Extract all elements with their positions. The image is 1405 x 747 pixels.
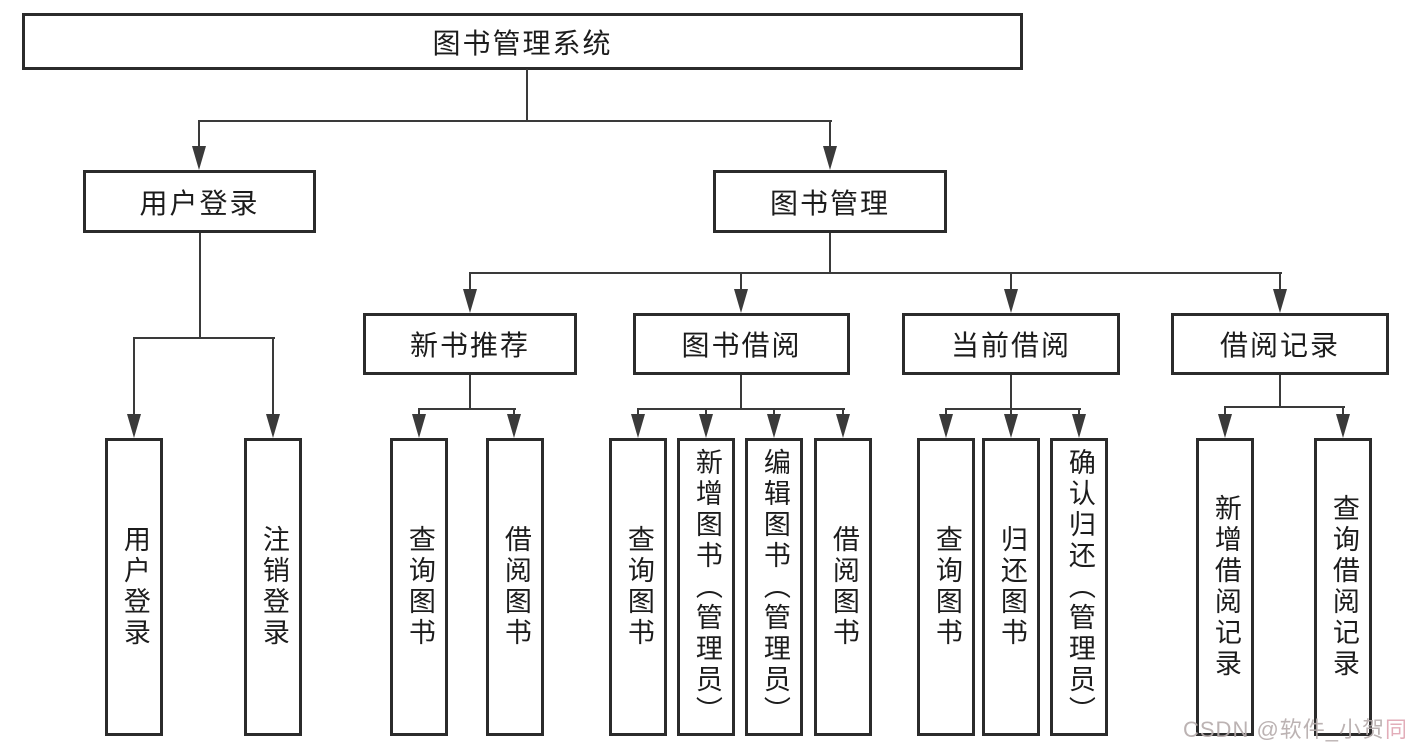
leaf-user-login: 用户登录	[105, 438, 163, 736]
connector-line	[526, 69, 528, 122]
arrowhead	[127, 414, 141, 438]
connector-line	[740, 272, 742, 291]
arrowhead	[631, 414, 645, 438]
connector-line	[418, 408, 420, 417]
connector-line	[1010, 272, 1012, 291]
leaf-cb-confirm-return-admin-label: 确认归还（管理员）	[1064, 447, 1095, 727]
node-book-borrow: 图书借阅	[633, 313, 850, 375]
node-root: 图书管理系统	[22, 13, 1023, 70]
connector-line	[1224, 406, 1345, 408]
node-user-login-label: 用户登录	[139, 187, 260, 219]
node-current-borrow: 当前借阅	[902, 313, 1120, 375]
arrowhead	[734, 289, 748, 313]
leaf-logout: 注销登录	[244, 438, 302, 736]
connector-line	[1224, 406, 1226, 417]
leaf-br-add-record-label: 新增借阅记录	[1210, 494, 1241, 680]
connector-line	[637, 408, 639, 417]
leaf-bb-query-books-label: 查询图书	[623, 525, 654, 649]
leaf-bb-edit-books-admin-label: 编辑图书（管理员）	[759, 447, 790, 727]
arrowhead	[463, 289, 477, 313]
leaf-br-query-record-label: 查询借阅记录	[1328, 494, 1359, 680]
connector-line	[829, 233, 831, 274]
leaf-cb-return-books: 归还图书	[982, 438, 1040, 736]
arrowhead	[412, 414, 426, 438]
node-borrow-records-label: 借阅记录	[1219, 330, 1340, 361]
leaf-cb-query-books-label: 查询图书	[931, 525, 962, 649]
connector-line	[637, 408, 845, 410]
arrowhead	[1004, 414, 1018, 438]
arrowhead	[939, 414, 953, 438]
arrowhead	[1072, 414, 1086, 438]
arrowhead	[1218, 414, 1232, 438]
leaf-br-add-record: 新增借阅记录	[1196, 438, 1254, 736]
connector-line	[842, 408, 844, 417]
connector-line	[199, 233, 201, 339]
node-book-borrow-label: 图书借阅	[681, 330, 802, 361]
connector-line	[418, 408, 516, 410]
connector-line	[469, 375, 471, 410]
arrowhead	[767, 414, 781, 438]
leaf-cb-return-books-label: 归还图书	[996, 525, 1027, 649]
leaf-nb-borrow-books-label: 借阅图书	[500, 525, 531, 649]
connector-line	[133, 337, 135, 416]
csdn-watermark: CSDN @软件_小贺同学	[1183, 712, 1405, 744]
connector-line	[773, 408, 775, 417]
node-current-borrow-label: 当前借阅	[950, 330, 1071, 361]
node-new-books-label: 新书推荐	[409, 330, 530, 361]
leaf-nb-query-books: 查询图书	[390, 438, 448, 736]
arrowhead	[192, 146, 206, 170]
connector-line	[740, 375, 742, 410]
connector-line	[469, 272, 471, 291]
leaf-bb-edit-books-admin: 编辑图书（管理员）	[745, 438, 803, 736]
arrowhead	[266, 414, 280, 438]
node-new-books: 新书推荐	[363, 313, 577, 375]
connector-line	[1010, 375, 1012, 410]
connector-line	[945, 408, 1081, 410]
connector-line	[1342, 406, 1344, 417]
connector-line	[1279, 375, 1281, 408]
arrowhead	[699, 414, 713, 438]
leaf-bb-borrow-books: 借阅图书	[814, 438, 872, 736]
connector-line	[198, 120, 200, 148]
arrowhead	[1273, 289, 1287, 313]
leaf-logout-label: 注销登录	[258, 525, 289, 649]
leaf-user-login-label: 用户登录	[119, 525, 150, 649]
connector-line	[272, 337, 274, 416]
connector-line	[1078, 408, 1080, 417]
leaf-bb-add-books-admin: 新增图书（管理员）	[677, 438, 735, 736]
arrowhead	[823, 146, 837, 170]
connector-line	[198, 120, 832, 122]
node-book-mgmt-label: 图书管理	[769, 187, 890, 219]
connector-line	[829, 120, 831, 148]
connector-line	[469, 272, 1282, 274]
leaf-cb-query-books: 查询图书	[917, 438, 975, 736]
csdn-watermark-text-pink: 同学	[1385, 717, 1405, 742]
csdn-watermark-text: CSDN @软件_小贺	[1183, 717, 1386, 742]
arrowhead	[1004, 289, 1018, 313]
arrowhead	[507, 414, 521, 438]
arrowhead	[836, 414, 850, 438]
connector-line	[945, 408, 947, 417]
connector-line	[133, 337, 275, 339]
leaf-cb-confirm-return-admin: 确认归还（管理员）	[1050, 438, 1108, 736]
leaf-nb-borrow-books: 借阅图书	[486, 438, 544, 736]
connector-line	[705, 408, 707, 417]
node-user-login: 用户登录	[83, 170, 316, 233]
connector-line	[1279, 272, 1281, 291]
leaf-bb-query-books: 查询图书	[609, 438, 667, 736]
leaf-br-query-record: 查询借阅记录	[1314, 438, 1372, 736]
node-book-mgmt: 图书管理	[713, 170, 947, 233]
leaf-nb-query-books-label: 查询图书	[404, 525, 435, 649]
arrowhead	[1336, 414, 1350, 438]
node-borrow-records: 借阅记录	[1171, 313, 1389, 375]
leaf-bb-borrow-books-label: 借阅图书	[828, 525, 859, 649]
connector-line	[513, 408, 515, 417]
node-root-label: 图书管理系统	[432, 27, 613, 59]
connector-line	[1010, 408, 1012, 417]
leaf-bb-add-books-admin-label: 新增图书（管理员）	[691, 447, 722, 727]
